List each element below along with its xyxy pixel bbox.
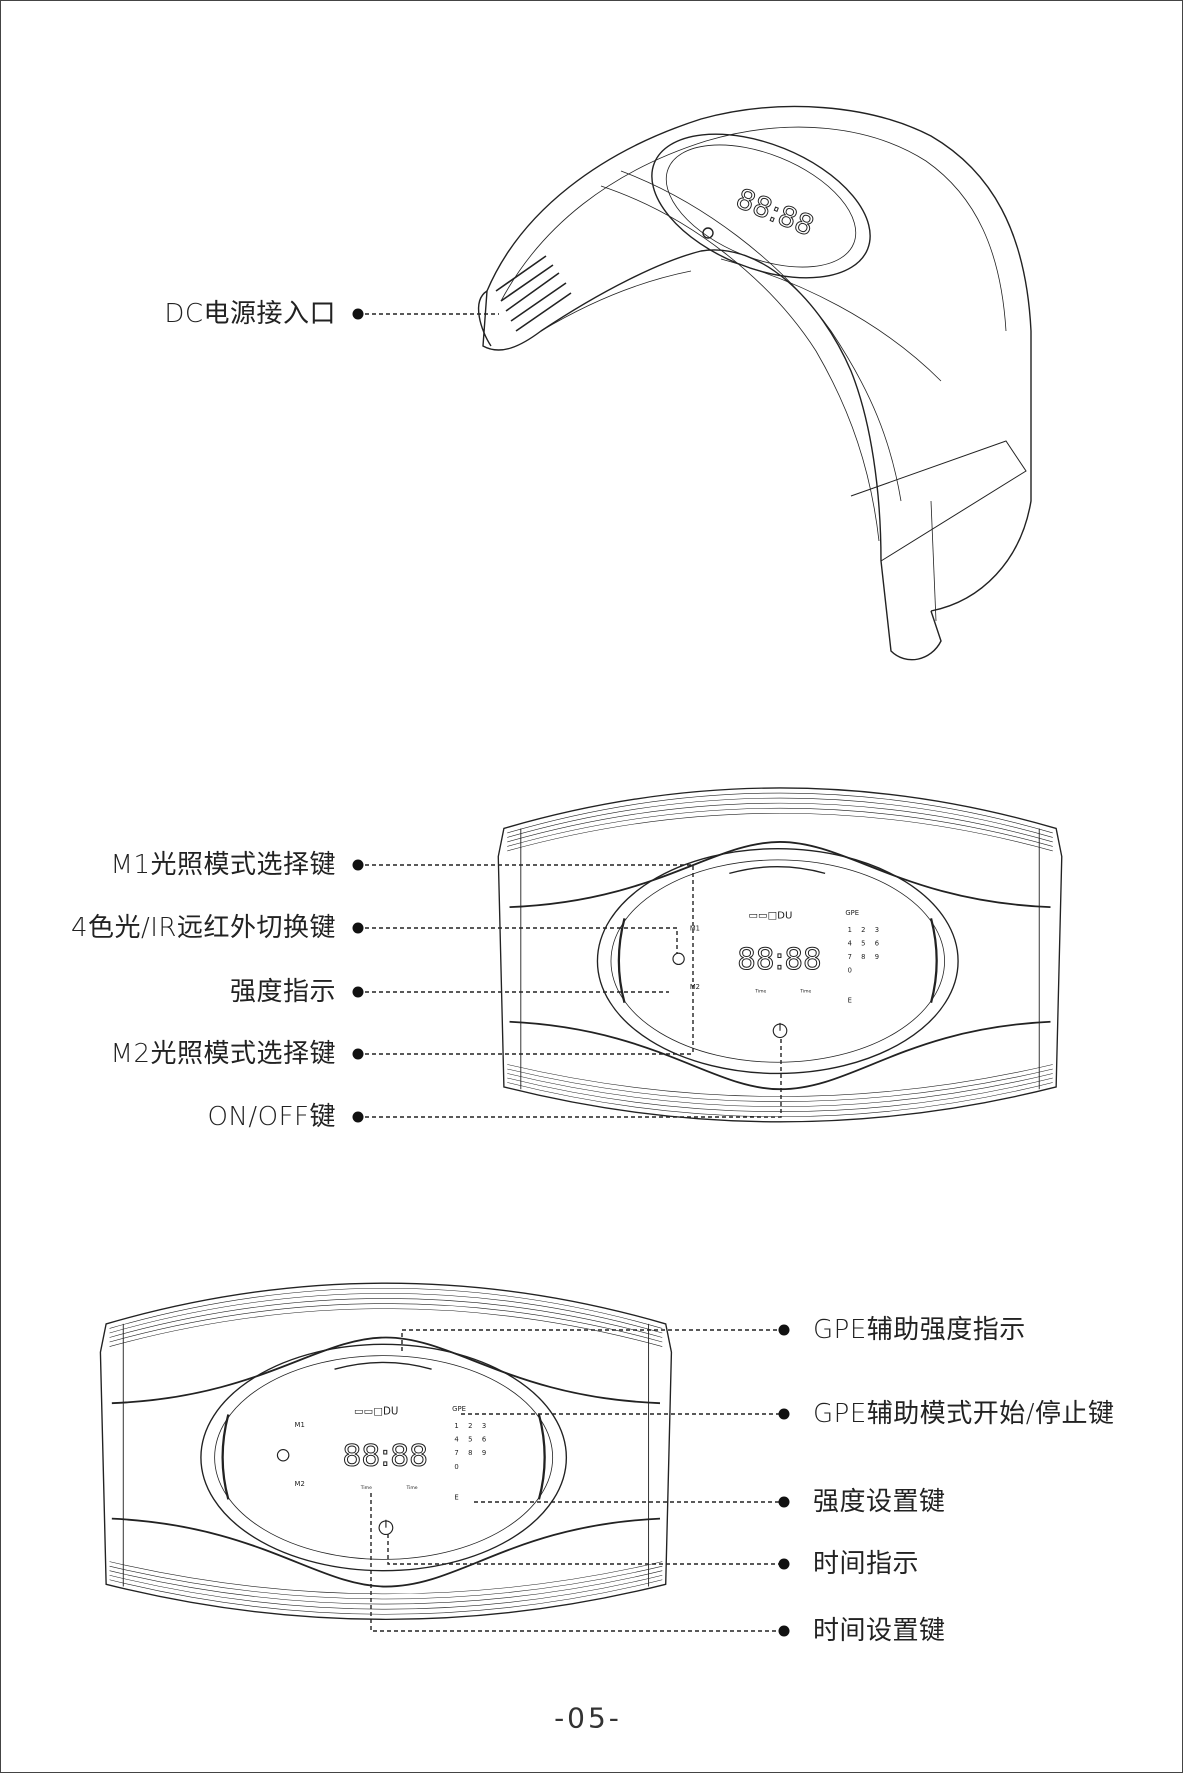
- time-label-right: Time: [405, 1485, 417, 1491]
- keypad-1[interactable]: 1: [848, 926, 852, 934]
- label-intensity-set-key: 强度设置键: [813, 1487, 946, 1517]
- keypad-6[interactable]: 6: [482, 1436, 486, 1444]
- keypad-0[interactable]: 0: [454, 1463, 458, 1471]
- control-panel: [200, 1343, 568, 1572]
- gpe-key[interactable]: GPE: [452, 1405, 466, 1413]
- m1-key[interactable]: M1: [295, 1421, 305, 1429]
- e-key[interactable]: E: [454, 1493, 458, 1501]
- top-lcd-digits: 88:88: [731, 182, 818, 243]
- keypad-5[interactable]: 5: [861, 939, 865, 947]
- gpe-key[interactable]: GPE: [845, 909, 859, 917]
- label-dc-power-input: DC电源接入口: [164, 299, 336, 329]
- device-outline: [497, 787, 1063, 1123]
- label-on-off-key: ON/OFF键: [207, 1102, 336, 1132]
- time-label-left: Time: [754, 989, 766, 995]
- color-ir-switch-icon[interactable]: [672, 952, 685, 966]
- keypad-2[interactable]: 2: [468, 1422, 472, 1430]
- m2-key[interactable]: M2: [295, 1480, 305, 1488]
- keypad-3[interactable]: 3: [875, 926, 879, 934]
- e-key[interactable]: E: [848, 997, 852, 1005]
- device-perspective-drawing: 88:88: [478, 105, 1032, 661]
- label-time-set-key: 时间设置键: [813, 1616, 946, 1646]
- color-ir-switch-icon[interactable]: [276, 1449, 290, 1462]
- m1-key[interactable]: M1: [690, 925, 700, 933]
- keypad-7[interactable]: 7: [454, 1449, 458, 1457]
- label-gpe-intensity-indicator: GPE辅助强度指示: [813, 1315, 1026, 1345]
- keypad-3[interactable]: 3: [482, 1422, 486, 1430]
- power-icon[interactable]: [378, 1519, 394, 1536]
- keypad-8[interactable]: 8: [468, 1449, 472, 1457]
- label-m1-mode-key: M1光照模式选择键: [110, 850, 336, 880]
- keypad-9[interactable]: 9: [875, 953, 879, 961]
- keypad-6[interactable]: 6: [875, 939, 879, 947]
- keypad-9[interactable]: 9: [482, 1449, 486, 1457]
- intensity-bar: ▭▭□DU: [748, 910, 792, 921]
- label-gpe-start-stop-key: GPE辅助模式开始/停止键: [813, 1399, 1115, 1429]
- page-number: -05-: [554, 1701, 622, 1735]
- keypad-8[interactable]: 8: [861, 953, 865, 961]
- top-power-icon: [702, 227, 714, 239]
- keypad-5[interactable]: 5: [468, 1436, 472, 1444]
- label-color-ir-switch-key: 4色光/IR远红外切换键: [70, 913, 336, 943]
- leader-lines: [358, 313, 784, 1632]
- device-outline: [99, 1282, 673, 1621]
- time-label-left: Time: [360, 1485, 372, 1491]
- keypad-1[interactable]: 1: [454, 1422, 458, 1430]
- keypad-2[interactable]: 2: [861, 926, 865, 934]
- lcd-display: 88:88: [343, 1439, 429, 1473]
- control-panel: [596, 847, 959, 1075]
- lcd-display: 88:88: [737, 942, 821, 976]
- keypad-4[interactable]: 4: [454, 1436, 458, 1444]
- m2-key[interactable]: M2: [690, 983, 700, 991]
- keypad-7[interactable]: 7: [848, 953, 852, 961]
- label-time-indicator: 时间指示: [813, 1549, 920, 1579]
- intensity-bar: ▭▭□DU: [354, 1407, 399, 1418]
- label-intensity-indicator: 强度指示: [229, 977, 336, 1007]
- power-icon[interactable]: [772, 1022, 788, 1039]
- time-label-right: Time: [799, 989, 811, 995]
- callout-dots: [352, 308, 790, 1637]
- keypad-0[interactable]: 0: [848, 966, 852, 974]
- keypad-4[interactable]: 4: [848, 939, 852, 947]
- label-m2-mode-key: M2光照模式选择键: [110, 1039, 336, 1069]
